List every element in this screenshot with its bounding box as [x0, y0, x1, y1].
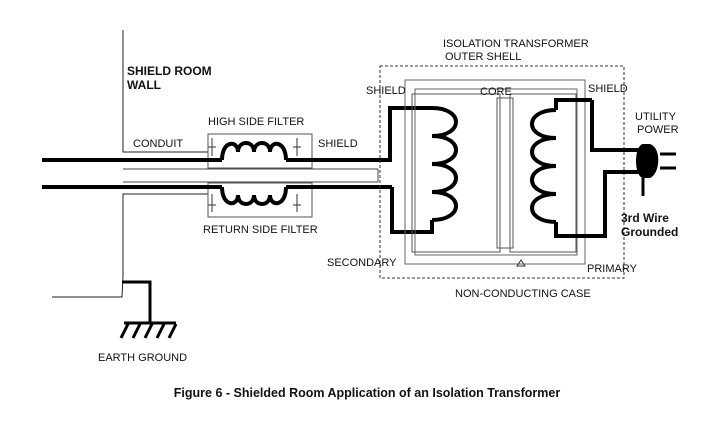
high-side-filter-box: [207, 133, 313, 169]
transformer-core: [411, 93, 577, 253]
high-side-conductor: [42, 106, 418, 162]
earth-ground-symbol: [119, 280, 178, 339]
core-ground-marker: [516, 259, 526, 267]
utility-power-label-line2: POWER: [637, 124, 679, 136]
primary-winding: [530, 98, 643, 238]
conduit-label: CONDUIT: [133, 138, 183, 150]
return-side-filter-box: [207, 182, 313, 218]
third-wire-label-line1: 3rd Wire: [621, 211, 669, 225]
shield-room-wall: [52, 30, 208, 298]
secondary-label: SECONDARY: [327, 257, 397, 269]
isolation-transformer-label-line1: ISOLATION TRANSFORMER: [443, 38, 589, 50]
filter-capacitors: [208, 138, 301, 212]
utility-power-label-line1: UTILITY: [635, 111, 677, 123]
shield-left-label: SHIELD: [366, 85, 406, 97]
isolation-transformer-label-line2: OUTER SHELL: [445, 51, 521, 63]
third-wire-label-line2: Grounded: [621, 225, 678, 239]
shield-room-wall-label-line2: WALL: [127, 78, 161, 92]
return-side-filter-coil: [220, 186, 288, 206]
shield-room-wall-label-line1: SHIELD ROOM: [127, 64, 212, 78]
figure-caption: Figure 6 - Shielded Room Application of …: [174, 386, 561, 400]
non-conducting-case-label: NON-CONDUCTING CASE: [455, 288, 591, 300]
return-side-conductor: [42, 185, 418, 234]
earth-ground-label: EARTH GROUND: [98, 352, 187, 364]
shield-right-label: SHIELD: [588, 83, 628, 95]
secondary-winding: [418, 106, 458, 234]
high-side-filter-label: HIGH SIDE FILTER: [208, 116, 304, 128]
conduit: [123, 168, 379, 183]
transformer-shield: [404, 79, 586, 265]
high-side-filter-coil: [220, 141, 288, 161]
return-side-filter-label: RETURN SIDE FILTER: [203, 224, 318, 236]
core-label: CORE: [480, 86, 512, 98]
utility-power-plug: [636, 144, 676, 196]
primary-label: PRIMARY: [587, 263, 638, 275]
shield-mid-label: SHIELD: [318, 138, 358, 150]
